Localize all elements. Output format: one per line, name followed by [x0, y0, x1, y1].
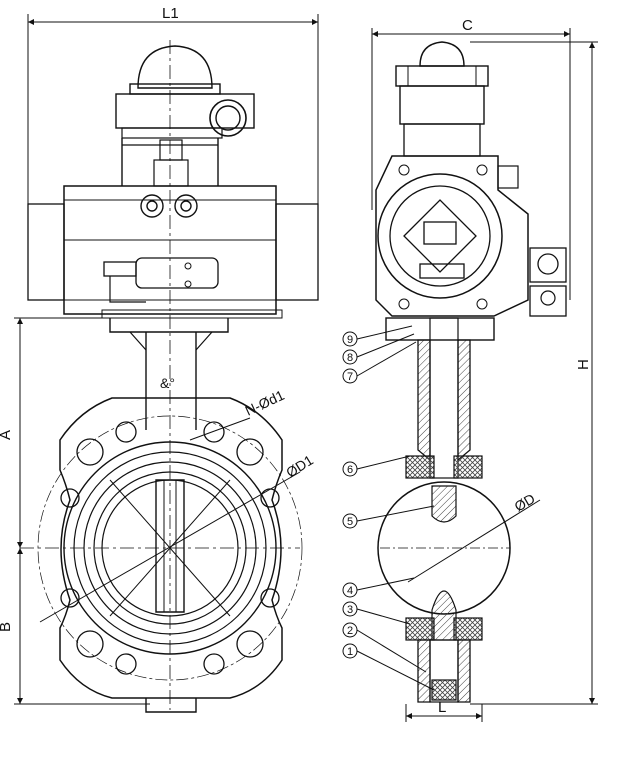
side-body-section: ØD — [377, 317, 541, 703]
svg-text:1: 1 — [347, 646, 353, 658]
label-a: A — [0, 430, 14, 440]
callout-3: 3 — [342, 601, 411, 625]
svg-text:4: 4 — [347, 585, 353, 597]
side-view: C — [342, 17, 598, 722]
dimension-h: H — [470, 41, 598, 705]
callout-4: 4 — [342, 577, 415, 598]
dimension-l: L — [405, 699, 483, 722]
part-callouts: 9 8 7 6 5 — [342, 325, 435, 691]
limit-switch-box — [115, 45, 255, 139]
label-l1: L1 — [162, 5, 179, 22]
svg-text:7: 7 — [347, 371, 353, 383]
callout-2: 2 — [342, 622, 427, 673]
valve-neck: &° — [109, 318, 229, 430]
label-nd1: N-Ød1 — [243, 387, 287, 419]
svg-text:5: 5 — [347, 516, 353, 528]
label-od1: ØD1 — [283, 452, 316, 481]
callout-5: 5 — [342, 505, 435, 529]
svg-text:8: 8 — [347, 352, 353, 364]
callout-1: 1 — [342, 643, 435, 691]
side-limit-switch — [395, 41, 489, 157]
label-c: C — [462, 17, 473, 34]
dimension-c: C — [371, 17, 571, 300]
label-od: ØD — [512, 490, 538, 514]
pneumatic-actuator — [27, 185, 319, 319]
callout-8: 8 — [342, 333, 415, 365]
callout-9: 9 — [342, 325, 413, 347]
svg-text:6: 6 — [347, 464, 353, 476]
label-b: B — [0, 622, 14, 632]
front-view: L1 — [0, 5, 319, 713]
valve-body — [37, 397, 303, 713]
callout-7: 7 — [342, 341, 417, 384]
manual-mark: &° — [160, 375, 175, 391]
label-l: L — [438, 699, 446, 716]
svg-text:2: 2 — [347, 625, 353, 637]
side-actuator — [375, 155, 567, 317]
svg-text:3: 3 — [347, 604, 353, 616]
svg-text:9: 9 — [347, 334, 353, 346]
label-h: H — [575, 359, 592, 370]
dimension-l1: L1 — [27, 5, 319, 210]
dimension-a-b: A B — [0, 317, 150, 705]
callout-6: 6 — [342, 455, 411, 477]
